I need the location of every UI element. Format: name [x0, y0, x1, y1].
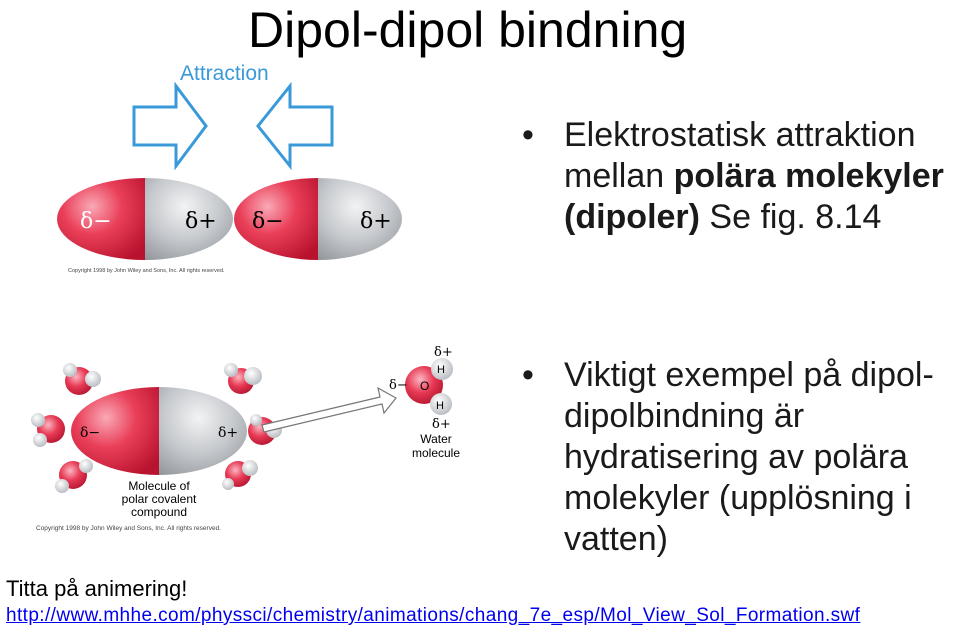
attraction-label: Attraction: [180, 62, 269, 85]
water-molecule-small-2: [31, 413, 65, 447]
bullet-text-post: Se fig. 8.14: [699, 198, 882, 236]
polar-molecule-pos: δ+: [218, 425, 238, 441]
arrow-right-icon: [132, 81, 208, 171]
bottom-copyright: Copyright 1998 by John Wiley and Sons, I…: [36, 525, 221, 532]
animation-label: Titta på animering!: [6, 576, 188, 601]
water-caption-line-1: Water: [420, 432, 452, 446]
arrow-left-icon: [256, 81, 334, 171]
water-caption-line-2: molecule: [412, 446, 460, 460]
polar-molecule-neg: δ−: [80, 425, 100, 441]
bullet-item: Elektrostatisk attraktion mellan polära …: [522, 115, 960, 238]
water-h-top-label: H: [437, 364, 445, 376]
water-molecule-small-6: [222, 460, 258, 490]
water-h-top-partial: δ+: [434, 345, 453, 360]
water-h-bottom-partial: δ+: [432, 417, 451, 432]
water-molecule-small-4: [224, 363, 262, 394]
caption-line-1: Molecule of: [128, 479, 190, 493]
left-dipole-neg: δ−: [80, 209, 112, 234]
water-h-bottom-label: H: [436, 400, 444, 412]
bullet-text-bold: polära molekyler (dipoler): [564, 157, 944, 236]
slide-title: Dipol-dipol bindning: [248, 2, 688, 58]
right-dipole-pos: δ+: [360, 209, 392, 234]
water-molecule-small-3: [55, 459, 93, 493]
water-o-partial: δ−: [389, 378, 408, 393]
pointer-arrow-icon: [261, 386, 397, 433]
animation-link[interactable]: http://www.mhhe.com/physsci/chemistry/an…: [6, 605, 861, 626]
bullet-list-1: Elektrostatisk attraktion mellan polära …: [522, 115, 960, 238]
caption-line-3: compound: [131, 505, 187, 519]
water-molecule-detail: [405, 358, 453, 415]
water-o-label: O: [420, 379, 429, 393]
right-dipole-neg: δ−: [252, 209, 284, 234]
bullet-text-pre: Elektrostatisk attraktion mellan: [564, 116, 916, 195]
bullet-item: Viktigt exempel på dipol-dipolbindning ä…: [522, 355, 960, 560]
caption-line-2: polar covalent: [122, 492, 197, 506]
bullet-list-2: Viktigt exempel på dipol-dipolbindning ä…: [522, 355, 960, 560]
top-copyright: Copyright 1998 by John Wiley and Sons, I…: [68, 268, 225, 274]
water-molecule-small-1: [63, 363, 101, 395]
left-dipole-pos: δ+: [185, 209, 217, 234]
